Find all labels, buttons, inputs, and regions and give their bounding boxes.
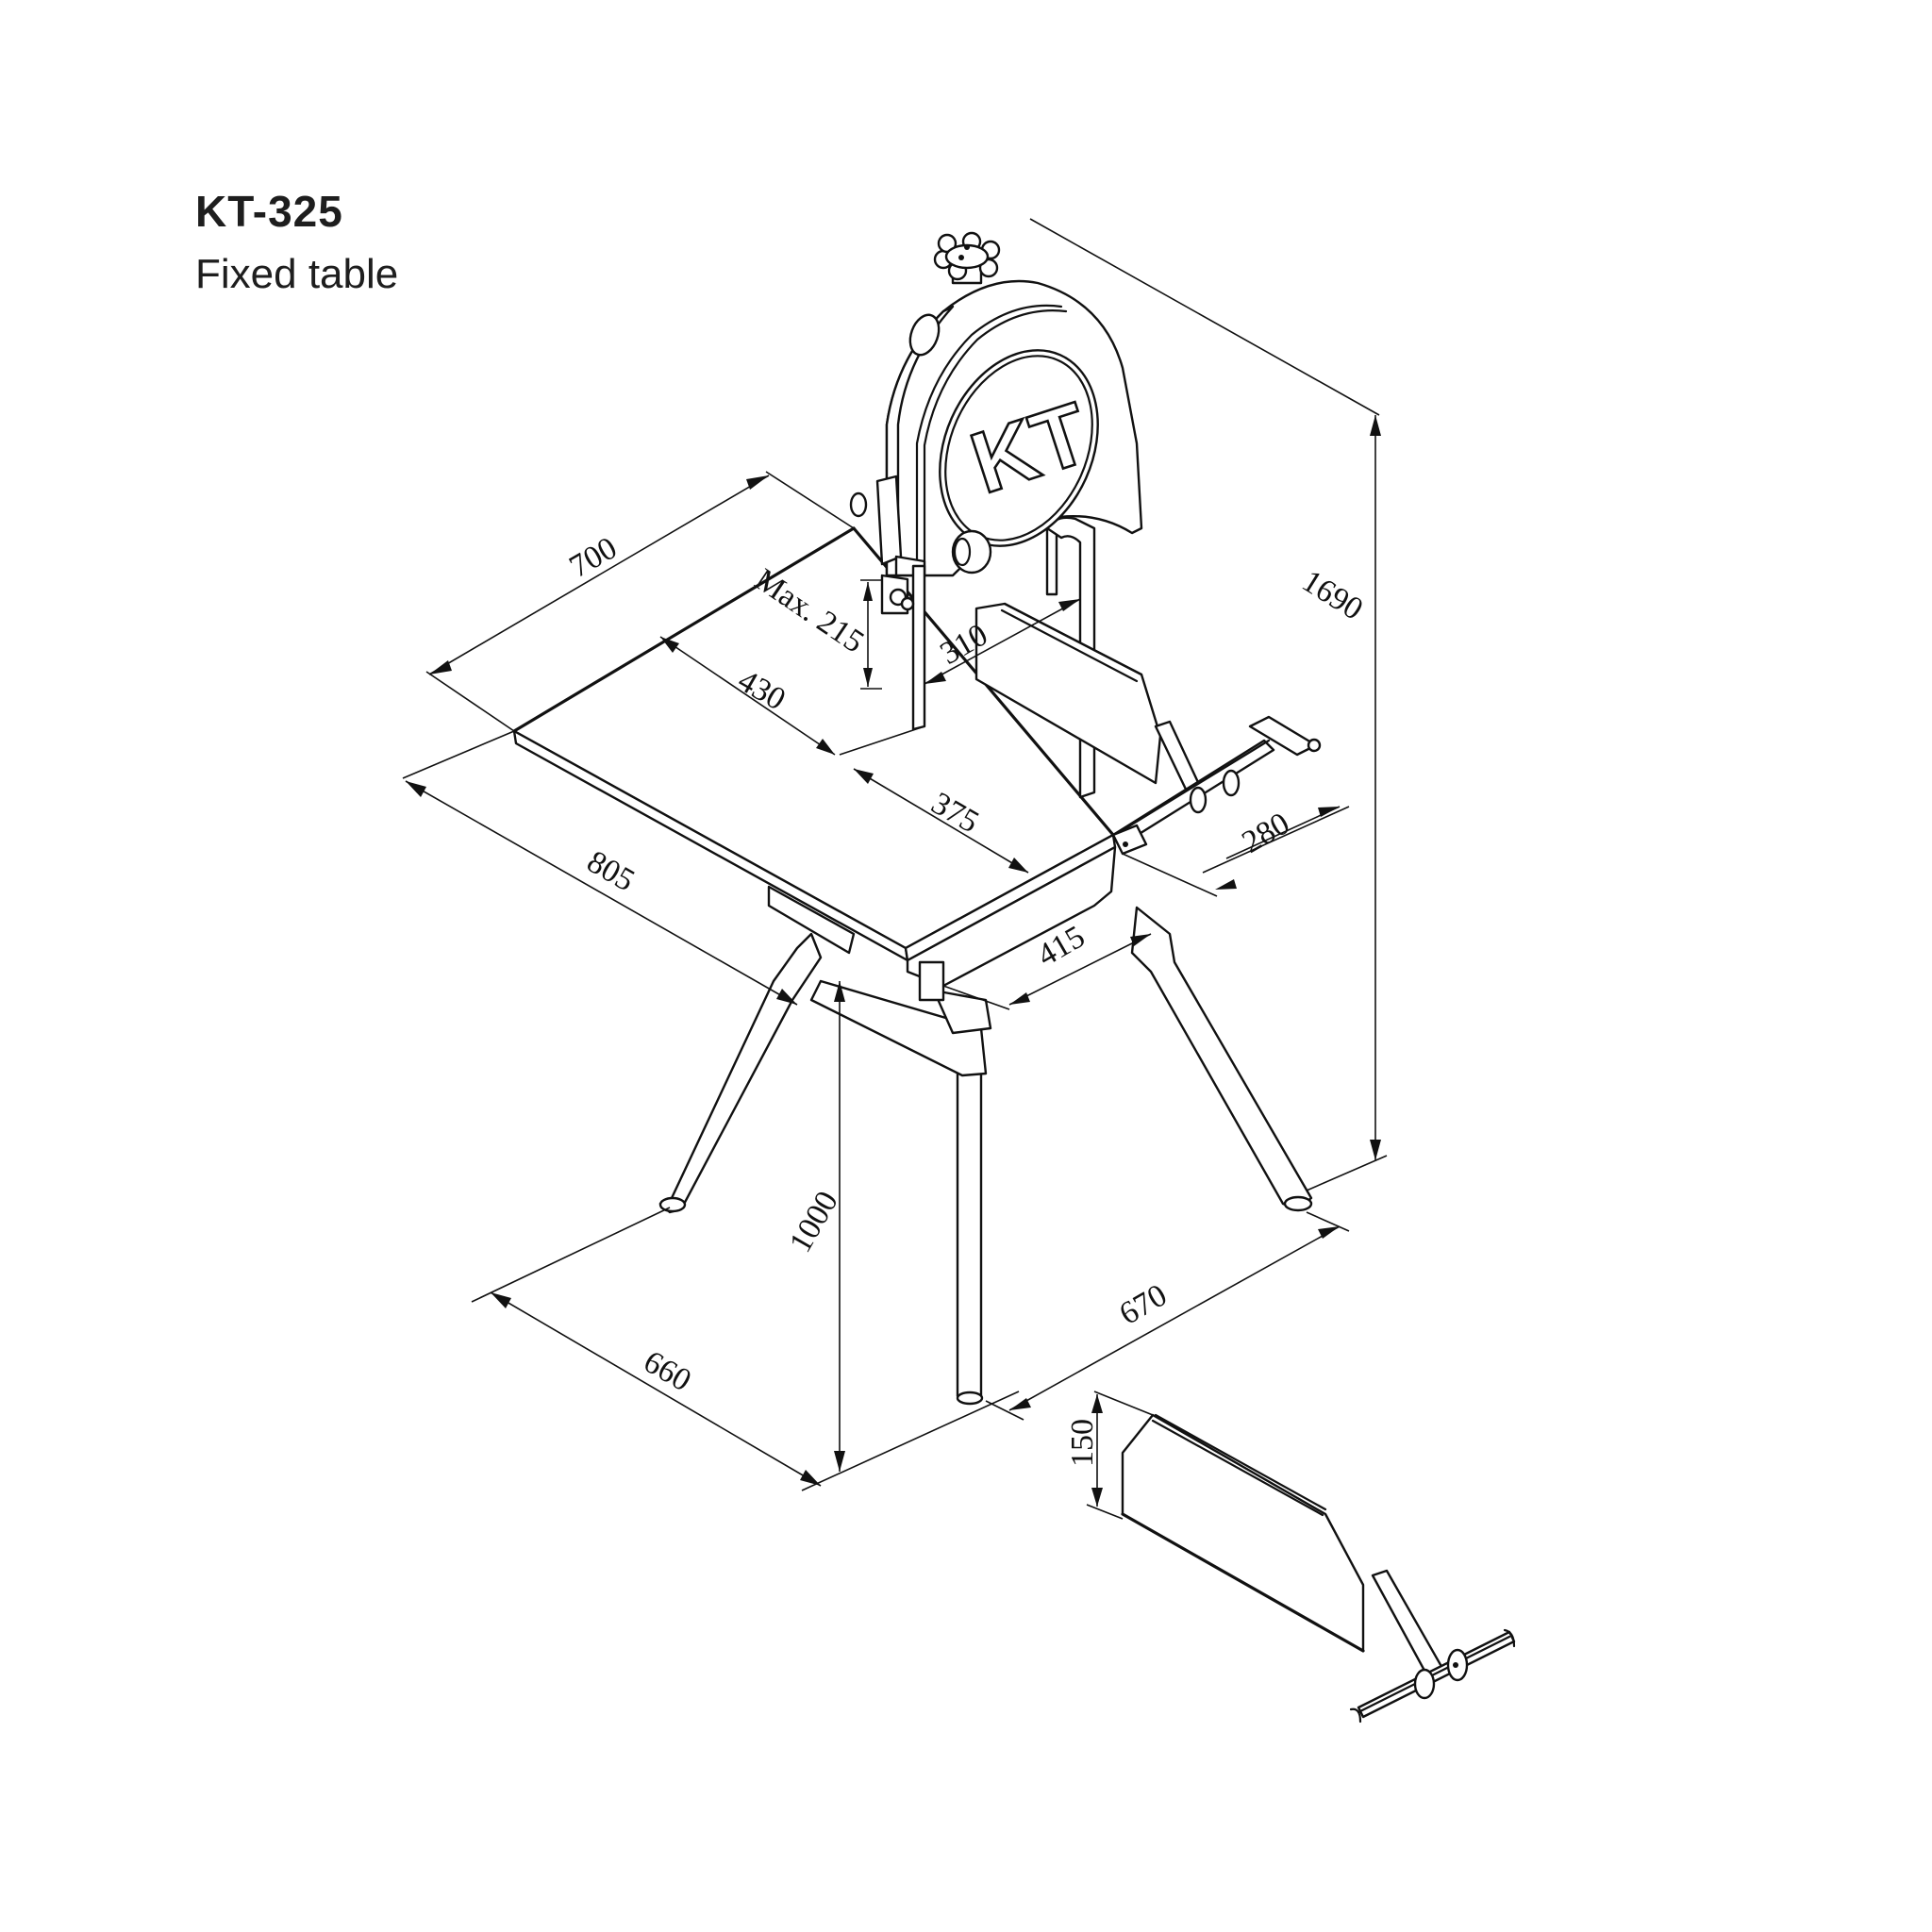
dim-table-depth: 700 <box>564 530 624 585</box>
dim-fence-extension: 280 <box>1237 806 1296 860</box>
dim-overall-height: 1690 <box>1296 563 1369 626</box>
dimension-lines <box>402 218 1388 1520</box>
work-table <box>512 526 1117 1002</box>
model-name: KT-325 <box>195 187 343 236</box>
fence-detail-view <box>1121 1413 1516 1724</box>
dim-table-height: 1000 <box>783 1186 845 1258</box>
dim-base-depth: 660 <box>638 1344 697 1399</box>
saw-head: KT <box>849 231 1143 799</box>
dim-table-width: 805 <box>581 844 641 899</box>
model-variant: Fixed table <box>195 251 399 297</box>
dim-fence-height: 150 <box>1065 1419 1100 1467</box>
rip-fence <box>974 602 1322 856</box>
stand-legs <box>658 906 1313 1406</box>
title-block: KT-325 Fixed table <box>195 185 398 300</box>
